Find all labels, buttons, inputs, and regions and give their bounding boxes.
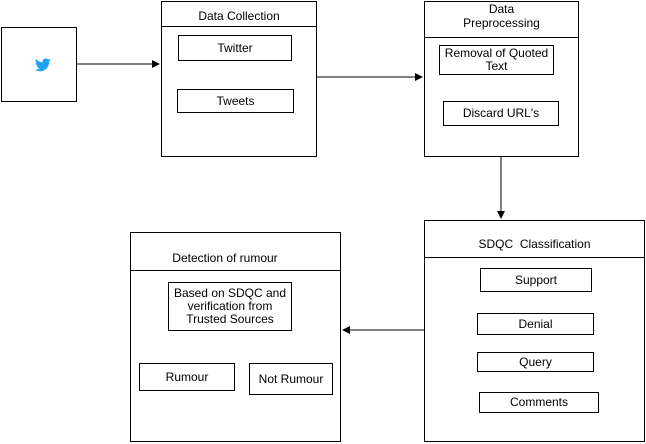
not-rumour-node: Not Rumour (249, 363, 333, 395)
tweets-node: Tweets (177, 89, 294, 113)
rumour-node: Rumour (139, 363, 235, 391)
data-collection-divider (161, 26, 317, 27)
data-preprocessing-divider (424, 37, 579, 38)
sdqc-classification-divider (424, 257, 645, 258)
sdqc-classification-title: SDQC Classification (478, 237, 591, 251)
detection-criteria-line2: verification from (187, 299, 273, 313)
data-preprocessing-title: Data Preprocessing (424, 2, 579, 30)
detection-criteria-node: Based on SDQC and verification from Trus… (168, 282, 292, 331)
data-preprocessing-title-line2: Preprocessing (463, 16, 540, 30)
source-box (1, 27, 77, 102)
removal-quoted-text-node: Removal of Quoted Text (439, 45, 554, 75)
detection-criteria-line1: Based on SDQC and (173, 286, 287, 300)
denial-node: Denial (477, 313, 594, 335)
twitter-node: Twitter (178, 35, 292, 61)
twitter-bird-icon (35, 58, 51, 72)
data-collection-box (161, 1, 317, 157)
removal-quoted-text-line2: Text (485, 59, 508, 73)
data-preprocessing-title-line1: Data (488, 2, 515, 16)
query-node: Query (477, 352, 594, 372)
data-preprocessing-box (424, 1, 579, 157)
detection-of-rumour-box (130, 232, 341, 442)
data-collection-title: Data Collection (198, 9, 280, 23)
detection-of-rumour-title: Detection of rumour (172, 251, 278, 265)
detection-of-rumour-divider (130, 270, 341, 271)
comments-node: Comments (479, 392, 599, 413)
support-node: Support (480, 268, 592, 292)
removal-quoted-text-line1: Removal of Quoted (444, 46, 549, 60)
detection-criteria-line3: Trusted Sources (186, 312, 274, 326)
discard-urls-node: Discard URL's (443, 101, 559, 126)
